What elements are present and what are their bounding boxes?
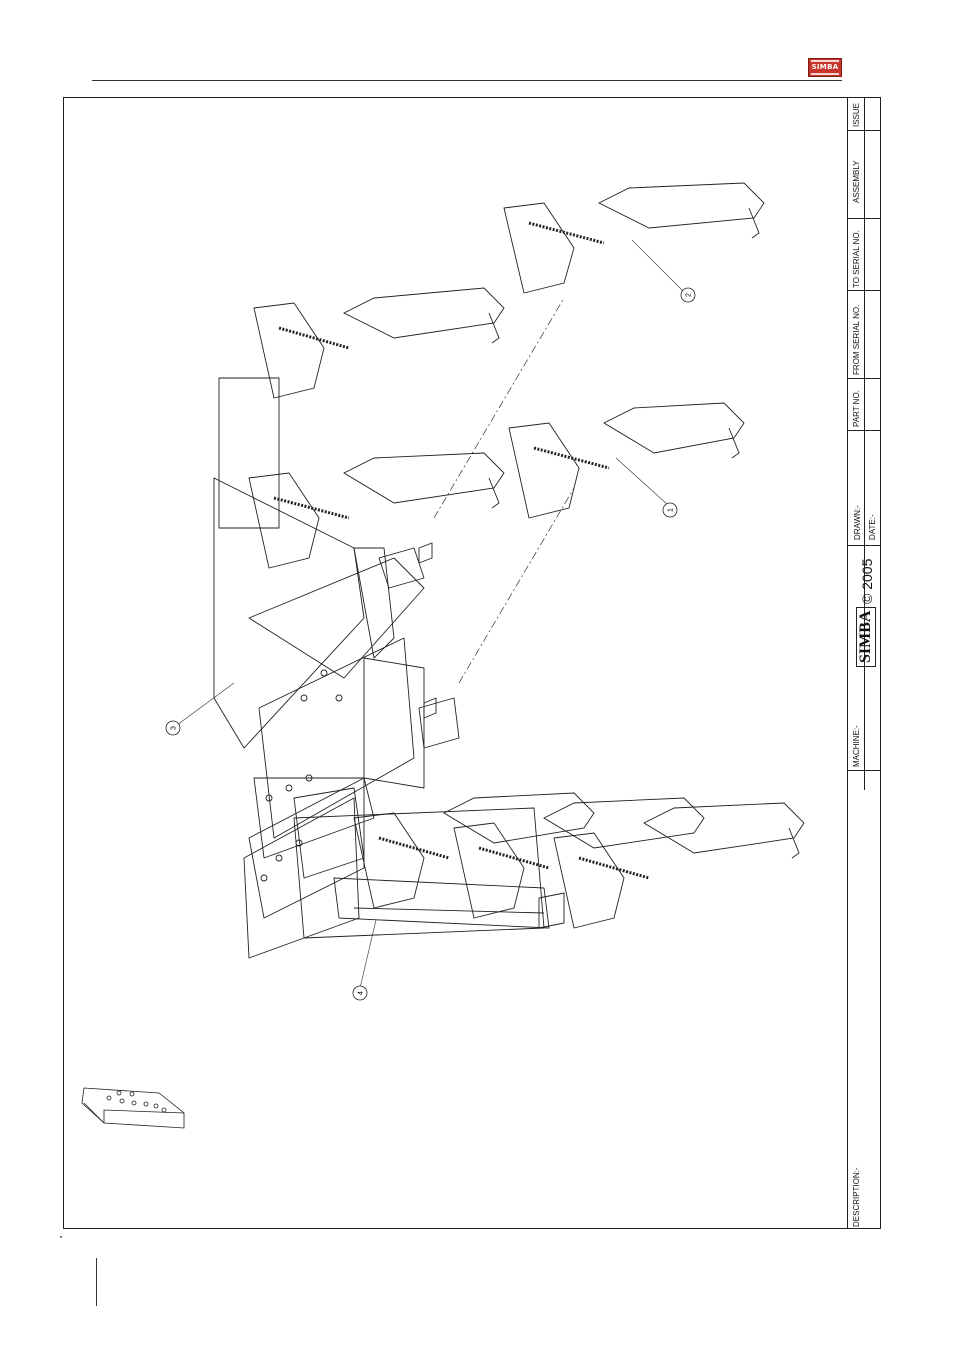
machine-label: MACHINE:- bbox=[852, 725, 861, 767]
title-block-sep bbox=[847, 130, 881, 131]
description-label: DESCRIPTION:- bbox=[852, 1167, 861, 1227]
title-block-sep bbox=[847, 430, 881, 431]
frame-plate bbox=[214, 478, 364, 748]
svg-text:3: 3 bbox=[171, 726, 178, 730]
title-block-divider bbox=[864, 98, 865, 790]
callout-2: 2 bbox=[681, 288, 695, 302]
title-block-sep bbox=[847, 378, 881, 379]
header-rule bbox=[92, 80, 842, 81]
tool-bar bbox=[294, 808, 544, 938]
part-no-label: PART NO. bbox=[852, 390, 861, 427]
title-block-sep bbox=[847, 218, 881, 219]
footer-mark bbox=[60, 1236, 62, 1238]
callout-3: 3 bbox=[166, 721, 180, 735]
assembly-label: ASSEMBLY bbox=[852, 160, 861, 203]
callout-4: 4 bbox=[353, 986, 367, 1000]
issue-label: ISSUE bbox=[852, 103, 861, 127]
to-serial-label: TO SERIAL NO. bbox=[852, 230, 861, 288]
simba-logo-titleblock: SIMBA bbox=[856, 607, 876, 667]
title-block-sep bbox=[847, 770, 881, 771]
svg-text:2: 2 bbox=[686, 293, 693, 297]
title-block-border bbox=[847, 98, 848, 1229]
date-label: DATE:- bbox=[868, 514, 877, 540]
from-serial-label: FROM SERIAL NO. bbox=[852, 305, 861, 375]
copyright: © 2005 bbox=[859, 559, 875, 604]
thumbnail-view bbox=[82, 1088, 184, 1128]
title-block-sep bbox=[847, 290, 881, 291]
footer-rule bbox=[96, 1258, 97, 1306]
simba-logo: SIMBA bbox=[808, 58, 842, 77]
assembly-drawing: 1 2 3 4 bbox=[64, 98, 844, 1228]
svg-text:1: 1 bbox=[668, 508, 675, 512]
svg-text:4: 4 bbox=[358, 991, 365, 995]
drawn-label: DRAWN:- bbox=[853, 505, 862, 540]
title-block-sep bbox=[847, 545, 881, 546]
callout-1: 1 bbox=[663, 503, 677, 517]
